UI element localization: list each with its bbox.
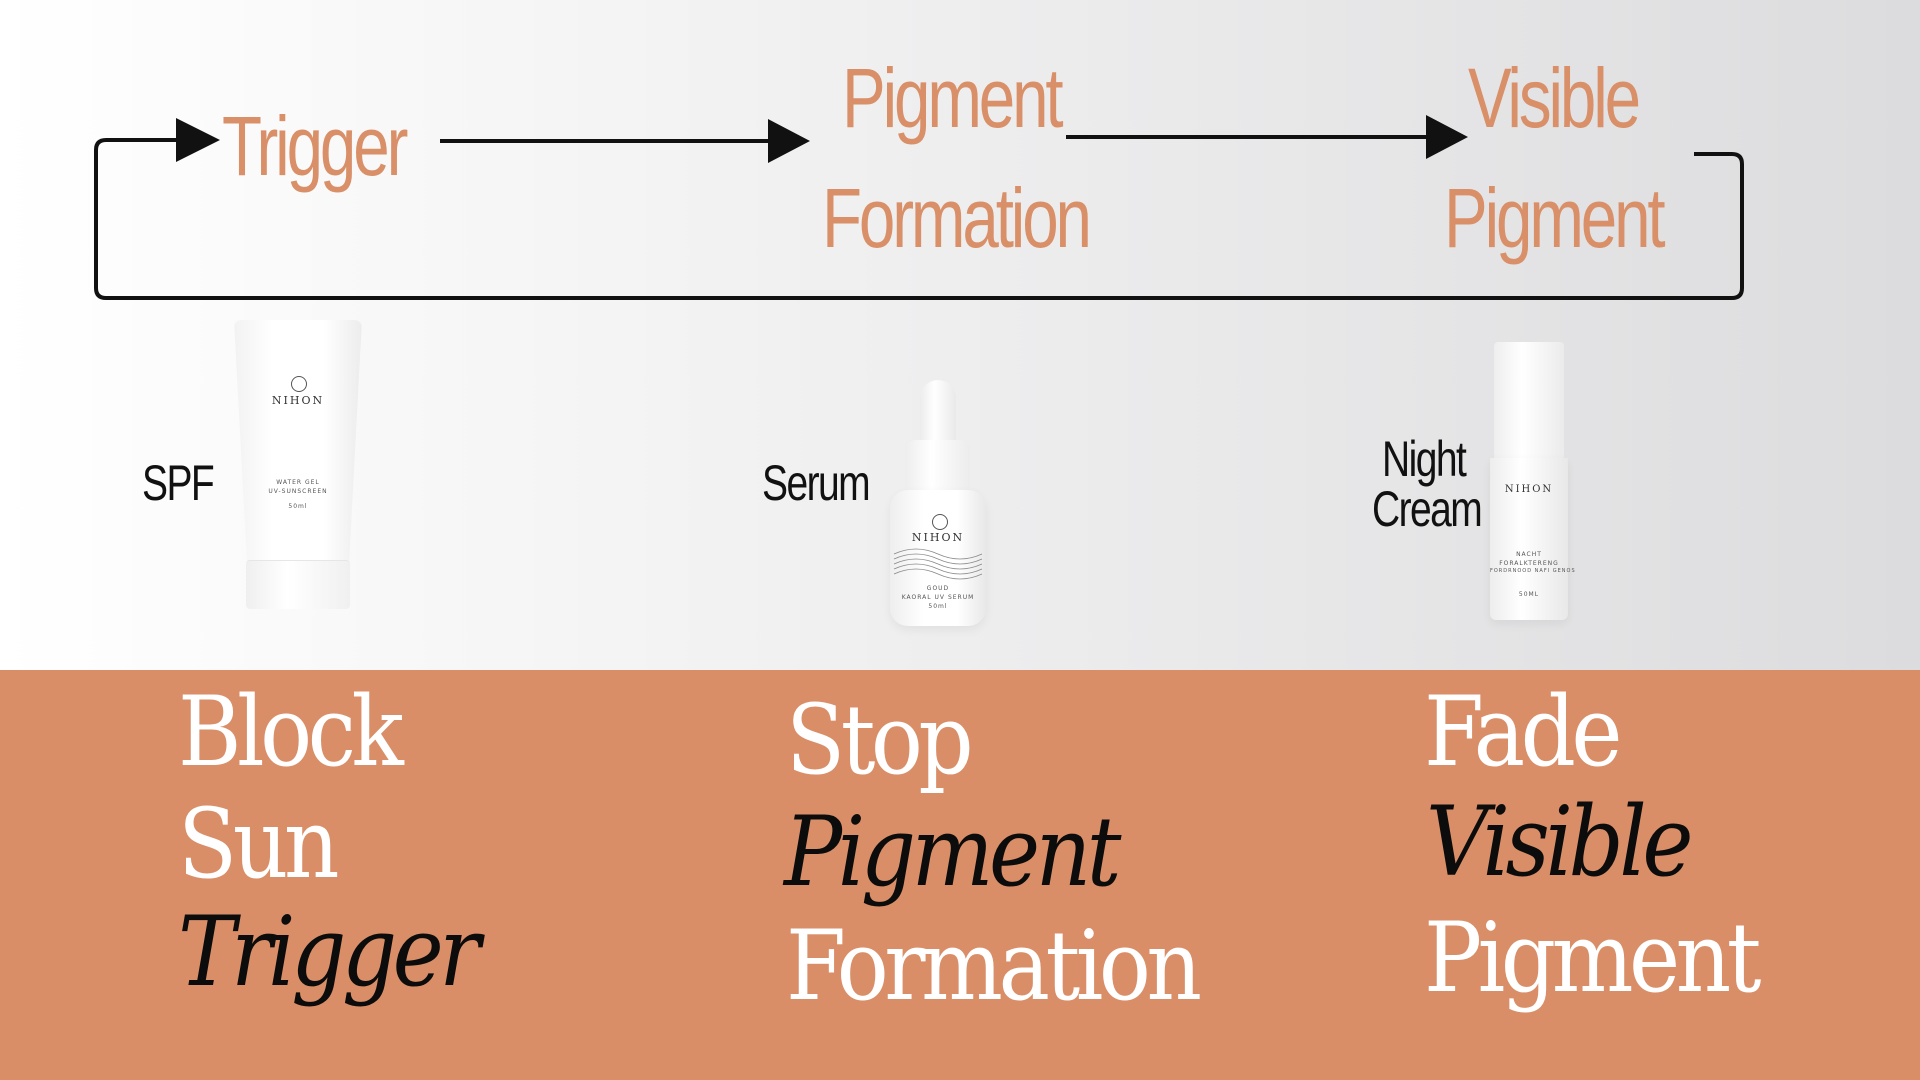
serum-line1: GOUD bbox=[926, 585, 950, 592]
serum-volume: 50ml bbox=[928, 603, 948, 610]
action-stop: Stop bbox=[786, 684, 974, 796]
cream-line1: NACHT bbox=[1516, 551, 1542, 558]
night-cream-bottle-image bbox=[1490, 458, 1568, 620]
brand-logo-icon bbox=[932, 514, 948, 530]
arrowhead-visible-pigment bbox=[1426, 115, 1468, 159]
product-label-cream: Cream bbox=[1372, 481, 1483, 537]
arrowhead-trigger bbox=[176, 118, 220, 162]
flow-step-visible: Visible bbox=[1468, 51, 1641, 145]
spf-brand: NIHON bbox=[271, 394, 325, 407]
cream-line3: FORDRNOOD NAFI GENOS bbox=[1490, 568, 1576, 574]
cream-brand: NIHON bbox=[1504, 484, 1554, 495]
action-pigment: Pigment bbox=[784, 796, 1122, 908]
action-visible: Visible bbox=[1426, 786, 1694, 898]
serum-brand: NIHON bbox=[911, 531, 965, 544]
cream-line2: FORALKTERENG bbox=[1499, 560, 1559, 567]
action-band bbox=[0, 670, 1920, 1080]
flow-step-pigment-2: Pigment bbox=[1444, 171, 1666, 265]
flow-arrows bbox=[94, 115, 1744, 300]
flow-step-pigment: Pigment bbox=[842, 51, 1064, 145]
action-block: Block bbox=[178, 676, 404, 788]
product-label-spf: SPF bbox=[142, 455, 215, 511]
spf-volume: 50ml bbox=[288, 503, 308, 510]
flow-step-trigger: Trigger bbox=[222, 99, 408, 193]
loop-connector bbox=[94, 138, 1744, 300]
serum-dropper-bulb bbox=[920, 380, 956, 446]
flow-step-formation: Formation bbox=[822, 171, 1092, 265]
serum-dropper-neck bbox=[906, 440, 970, 498]
product-label-serum: Serum bbox=[762, 455, 871, 511]
action-formation: Formation bbox=[786, 910, 1202, 1022]
action-pigment-2: Pigment bbox=[1424, 902, 1762, 1014]
action-trigger: Trigger bbox=[178, 896, 481, 1008]
product-label-night: Night bbox=[1382, 431, 1467, 487]
action-fade: Fade bbox=[1424, 676, 1623, 788]
spf-line1: WATER GEL bbox=[276, 479, 320, 486]
cream-volume: 50ML bbox=[1518, 591, 1540, 598]
spf-line2: UV-SUNSCREEN bbox=[268, 488, 328, 495]
serum-line2: KAORAL UV SERUM bbox=[901, 594, 975, 601]
sunscreen-tube-cap bbox=[246, 560, 350, 609]
arrowhead-pigment-formation bbox=[768, 119, 810, 163]
action-sun: Sun bbox=[178, 788, 339, 900]
serum-wave-pattern bbox=[893, 548, 983, 580]
night-cream-cap bbox=[1494, 342, 1564, 462]
brand-logo-icon bbox=[291, 376, 307, 392]
